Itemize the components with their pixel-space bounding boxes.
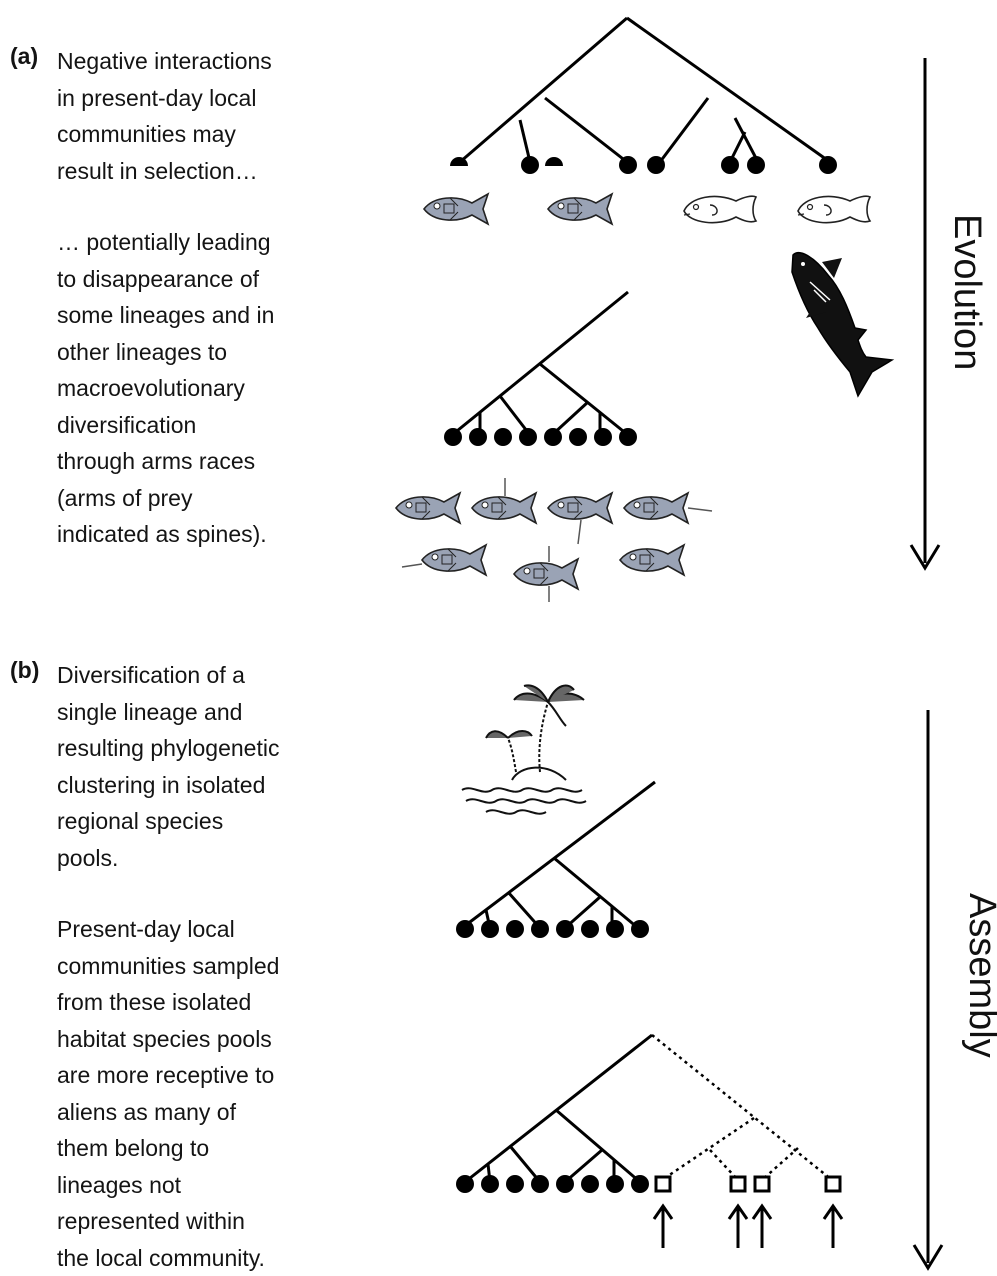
arrow-up-icon: [654, 1206, 842, 1248]
tree-a-top-tips: [450, 156, 837, 174]
fish-icon: [514, 546, 578, 602]
tree-b-bottom: [465, 1035, 652, 1182]
fish-icon: [402, 545, 486, 575]
fish-icon: [620, 545, 684, 575]
tree-b-top-tips: [456, 920, 649, 938]
fish-icon: [684, 196, 756, 222]
fish-icon: [472, 478, 536, 523]
tree-a-bottom-tips: [444, 428, 637, 446]
fish-icon: [548, 493, 612, 544]
tree-b-bottom-dotted: [652, 1035, 832, 1180]
alien-tips: [656, 1177, 840, 1191]
tree-a-bottom: [452, 292, 628, 435]
fish-icon: [424, 194, 488, 224]
fish-icon: [548, 194, 612, 224]
tree-a-top: [460, 18, 830, 162]
island-icon: [462, 685, 586, 813]
tree-b-top: [462, 782, 655, 928]
fish-icon: [798, 196, 870, 222]
tree-b-bottom-tips: [456, 1175, 649, 1193]
fish-icon: [624, 493, 712, 523]
fish-icon: [396, 493, 460, 523]
shark-icon: [792, 253, 892, 396]
